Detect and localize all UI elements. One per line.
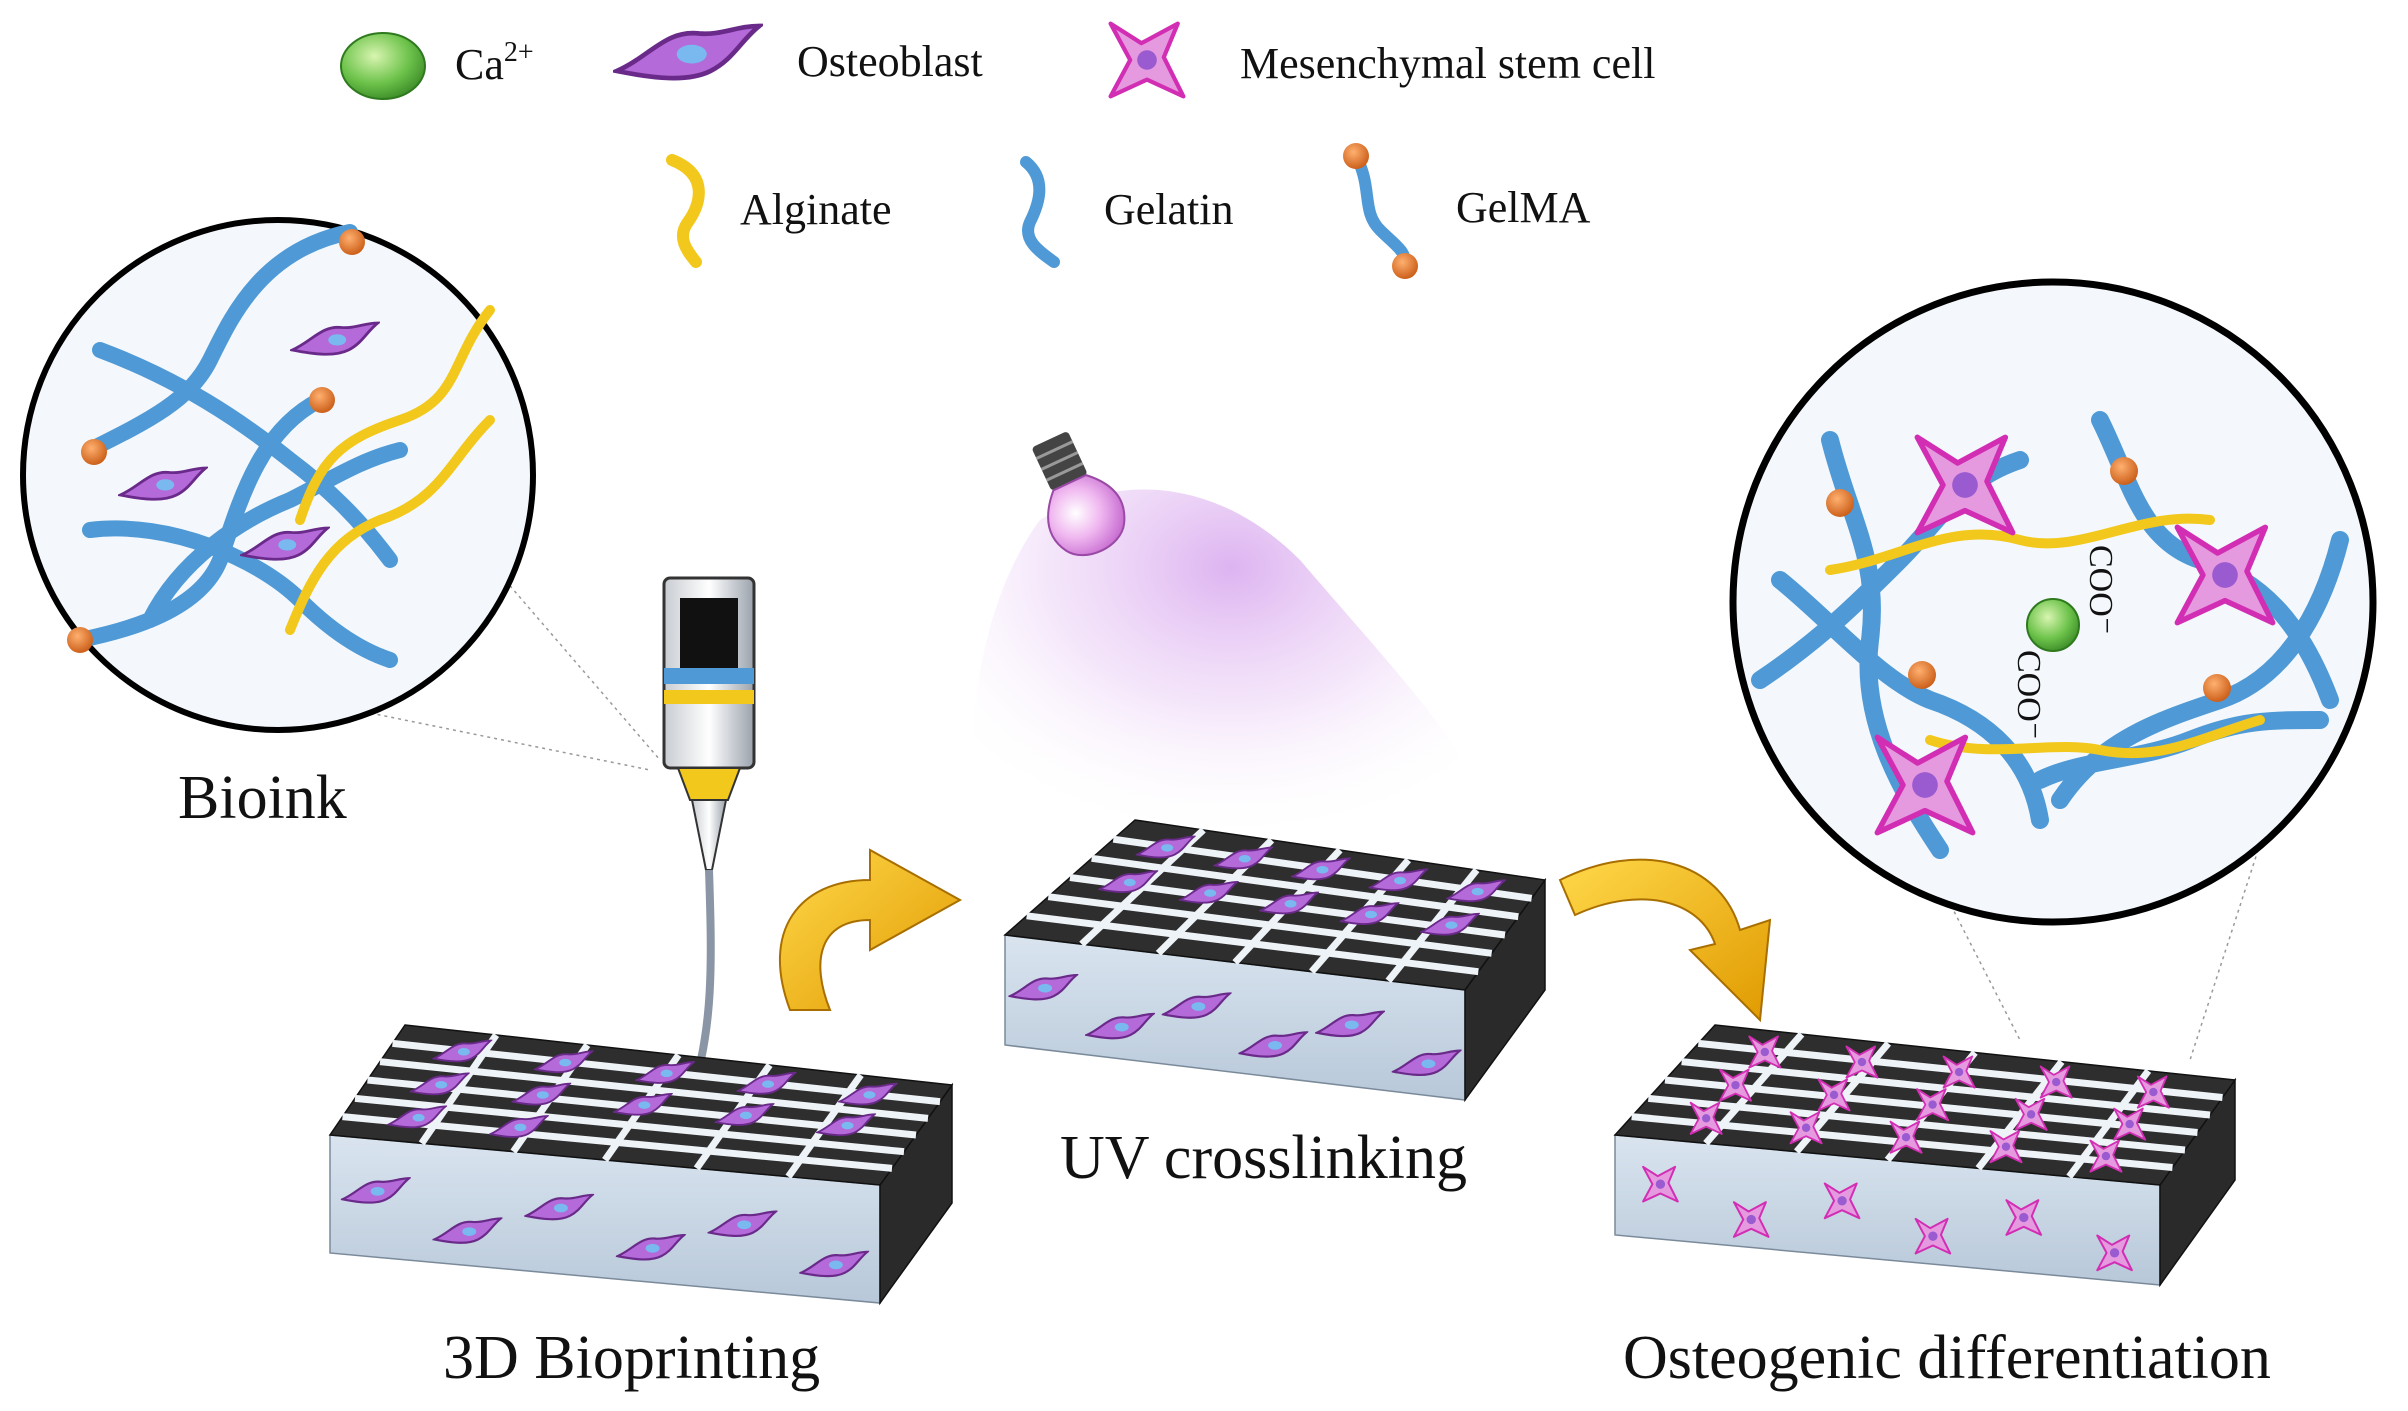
mesenchymal-stem-cell-icon (1111, 24, 1184, 97)
calcium-ion (2026, 598, 2080, 652)
gelatin-strand-icon (1020, 156, 1060, 268)
stage-label-crosslinking: UV crosslinking (1060, 1124, 1467, 1192)
legend-item-alginate: Alginate (666, 154, 892, 268)
scaffold-printing (328, 1024, 954, 1306)
legend-label-msc: Mesenchymal stem cell (1240, 39, 1655, 88)
legend-item-calcium: Ca2+ (340, 32, 534, 100)
uv-light-beam (972, 489, 1489, 882)
carboxylate-label-bottom: COO⁻ (2010, 650, 2047, 740)
differentiation-magnified-view: COO⁻ COO⁻ (1729, 278, 2377, 1061)
legend-label-gelma: GelMA (1456, 183, 1591, 232)
hydrogel-network (1751, 411, 2349, 859)
bioink-network (67, 224, 495, 668)
scaffold-crosslinked (1003, 819, 1547, 1103)
scaffold-strut (2066, 1068, 2152, 1179)
legend-label-alginate: Alginate (740, 185, 892, 234)
legend-label-osteoblast: Osteoblast (797, 37, 983, 86)
scaffold-strut (785, 1072, 864, 1179)
osteoblast-cell-icon (617, 26, 760, 78)
arrow-print-to-uv (779, 848, 963, 1011)
uv-lamp-icon (1032, 432, 1126, 557)
alginate-strand-icon (666, 154, 705, 268)
bioink-magnified-view: Bioink (20, 217, 661, 832)
legend: Ca2+ Osteoblast Mesenchymal stem cell Al… (340, 24, 1655, 279)
bioink-circle (20, 217, 536, 733)
gelma-strand-icon (1343, 143, 1418, 279)
legend-label-gelatin: Gelatin (1104, 185, 1234, 234)
carboxylate-label-top: COO⁻ (2082, 545, 2119, 635)
arrow-uv-to-differentiation (1558, 858, 1772, 1023)
legend-item-gelma: GelMA (1343, 143, 1591, 279)
legend-item-msc: Mesenchymal stem cell (1111, 24, 1655, 97)
bioink-label: Bioink (178, 764, 347, 832)
legend-label-calcium: Ca2+ (455, 37, 534, 89)
scaffold-differentiated (1613, 1024, 2237, 1288)
legend-item-osteoblast: Osteoblast (617, 26, 983, 86)
calcium-ion-sphere-icon (340, 32, 426, 100)
stage-label-printing: 3D Bioprinting (443, 1324, 820, 1392)
stage-label-differentiation: Osteogenic differentiation (1623, 1324, 2271, 1392)
legend-item-gelatin: Gelatin (1020, 156, 1234, 268)
